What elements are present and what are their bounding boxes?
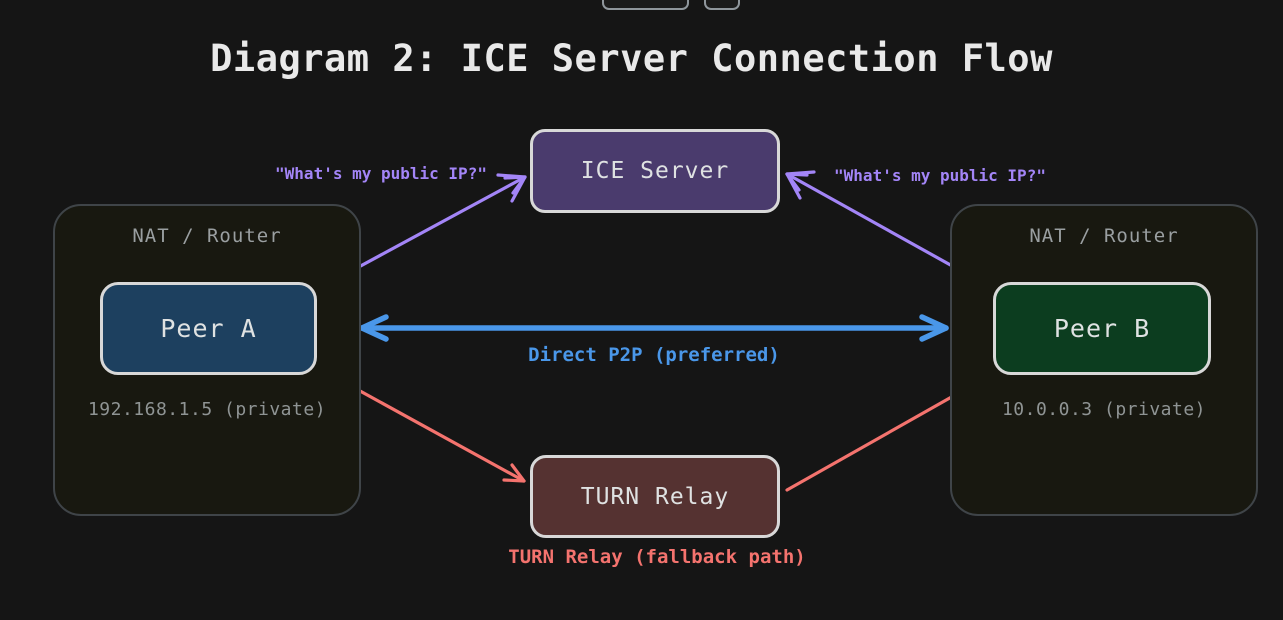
stun-query-label-left: "What's my public IP?" xyxy=(275,164,487,183)
turn-relay-label: TURN Relay xyxy=(580,483,730,510)
nat-router-label-left: NAT / Router xyxy=(132,225,282,247)
nat-router-label-right: NAT / Router xyxy=(1029,225,1179,247)
peer-a-label: Peer A xyxy=(160,314,257,343)
direct-p2p-label: Direct P2P (preferred) xyxy=(528,344,780,366)
peer-b-private-ip: 10.0.0.3 (private) xyxy=(1001,399,1207,420)
toolbar-button-partial-left[interactable] xyxy=(602,0,689,10)
diagram-title: Diagram 2: ICE Server Connection Flow xyxy=(210,37,1053,80)
stun-query-label-right: "What's my public IP?" xyxy=(834,166,1046,185)
peer-b-label: Peer B xyxy=(1053,314,1151,343)
edge-direct-p2p-arrow xyxy=(359,314,949,342)
toolbar-button-partial-right[interactable] xyxy=(704,0,740,10)
turn-relay-node[interactable]: TURN Relay xyxy=(530,455,780,538)
turn-fallback-label: TURN Relay (fallback path) xyxy=(508,546,806,568)
peer-a-node[interactable]: Peer A xyxy=(100,282,317,375)
peer-b-node[interactable]: Peer B xyxy=(993,282,1211,375)
peer-a-private-ip: 192.168.1.5 (private) xyxy=(87,399,327,420)
ice-server-node[interactable]: ICE Server xyxy=(530,129,780,213)
ice-server-label: ICE Server xyxy=(580,158,730,184)
